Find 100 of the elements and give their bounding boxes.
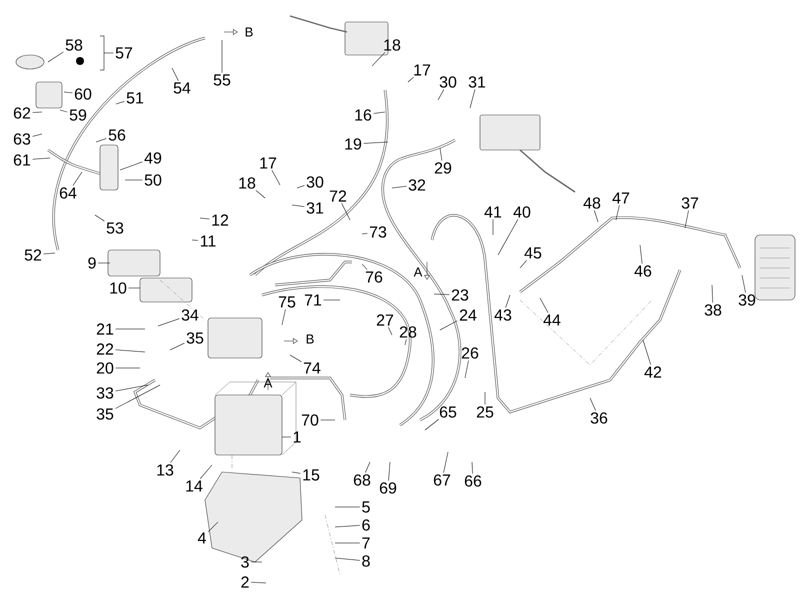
callout-number: 47 (612, 192, 630, 204)
leader-line (440, 148, 442, 161)
leader-line (334, 542, 360, 544)
leader-line (443, 452, 448, 473)
callout-number: 55 (214, 74, 230, 86)
callout-number: 75 (278, 296, 296, 308)
leader-line (365, 462, 370, 473)
leader-line (170, 450, 180, 463)
leader-line (484, 392, 486, 405)
leader-line (60, 110, 68, 112)
reference-letter: A (264, 378, 272, 388)
leader-line (200, 218, 210, 220)
callout-number: 10 (110, 282, 126, 294)
callout-number: 9 (88, 257, 96, 269)
leader-line (32, 134, 42, 137)
callout-number: 23 (452, 289, 468, 301)
callout-number: 22 (96, 343, 114, 355)
callout-number: 65 (440, 406, 456, 418)
leader-line (48, 52, 64, 62)
callout-number: 33 (96, 387, 114, 399)
callout-number: 40 (513, 206, 530, 218)
leader-line (208, 522, 218, 532)
callout-number: 43 (494, 309, 512, 321)
callout-number: 35 (96, 408, 114, 420)
callout-number: 7 (362, 538, 370, 548)
leader-line (43, 252, 56, 254)
reference-letter: A (414, 268, 422, 276)
callout-number: 74 (304, 362, 320, 374)
leader-line (388, 462, 390, 481)
callout-number: 38 (704, 304, 722, 316)
callout-number: 48 (583, 197, 600, 209)
reference-letter: B (246, 28, 253, 36)
callout-number: 36 (590, 412, 608, 424)
callout-number: 63 (14, 133, 30, 145)
leader-line (292, 204, 305, 207)
leader-line (341, 203, 350, 220)
callout-number: 13 (157, 464, 174, 476)
leader-line (616, 204, 620, 220)
callout-number: 30 (306, 176, 324, 188)
leader-line (712, 284, 713, 303)
callout-number: 69 (380, 482, 396, 494)
callout-number: 52 (24, 249, 42, 261)
callout-number: 29 (434, 162, 452, 174)
callout-number: 37 (682, 197, 698, 209)
leader-line (388, 327, 392, 336)
callout-number: 12 (212, 214, 228, 226)
callout-number: 57 (116, 47, 132, 59)
callout-number: 34 (182, 309, 198, 321)
callout-number: 67 (434, 474, 450, 486)
callout-number: 64 (60, 187, 76, 199)
callout-number: 1 (294, 432, 301, 442)
callout-number: 54 (174, 82, 190, 94)
callout-number: 17 (414, 64, 430, 76)
leader-line (170, 342, 185, 350)
leader-line (392, 186, 407, 188)
leader-line (272, 170, 280, 186)
leader-line (115, 384, 160, 409)
leader-line (192, 240, 198, 241)
reference-letter: B (306, 334, 314, 344)
callout-number: 3 (241, 556, 249, 568)
callout-number: 51 (126, 92, 144, 104)
leader-line (590, 398, 596, 411)
callout-number: 15 (303, 469, 320, 481)
callout-number: 73 (370, 226, 386, 238)
callout-number: 31 (468, 76, 486, 88)
leader-line (498, 219, 518, 256)
callout-number: 61 (14, 154, 30, 166)
leader-line (470, 89, 476, 108)
callout-number: 60 (74, 88, 92, 100)
leader-line (282, 309, 286, 326)
leader-line (32, 158, 50, 160)
callout-number: 53 (106, 222, 124, 234)
leader-line (334, 525, 360, 528)
leader-line (373, 112, 386, 114)
leader-line (290, 354, 302, 362)
leader-line (438, 89, 444, 100)
leader-line (540, 298, 548, 314)
callout-number: 26 (462, 347, 478, 359)
callout-number: 42 (644, 366, 662, 378)
callout-number: 49 (144, 152, 162, 164)
leader-line (64, 92, 73, 94)
leader-line (120, 162, 143, 170)
callout-number: 66 (464, 475, 482, 487)
leader-line (172, 68, 179, 81)
leader-line (158, 318, 180, 326)
leader-line (372, 52, 386, 66)
callout-number: 4 (198, 532, 206, 544)
callout-number: 45 (524, 247, 542, 259)
callout-number: 41 (484, 206, 502, 218)
callout-number: 46 (634, 265, 652, 277)
callout-number: 56 (108, 129, 126, 141)
callout-number: 44 (543, 314, 560, 326)
callout-number: 35 (186, 332, 204, 344)
leader-line (642, 340, 651, 365)
callout-number: 28 (400, 326, 416, 338)
leader-line (464, 360, 469, 378)
callout-number: 20 (96, 362, 114, 374)
callout-number: 50 (144, 174, 162, 186)
leader-line (362, 264, 368, 270)
callout-number: 72 (330, 190, 346, 202)
